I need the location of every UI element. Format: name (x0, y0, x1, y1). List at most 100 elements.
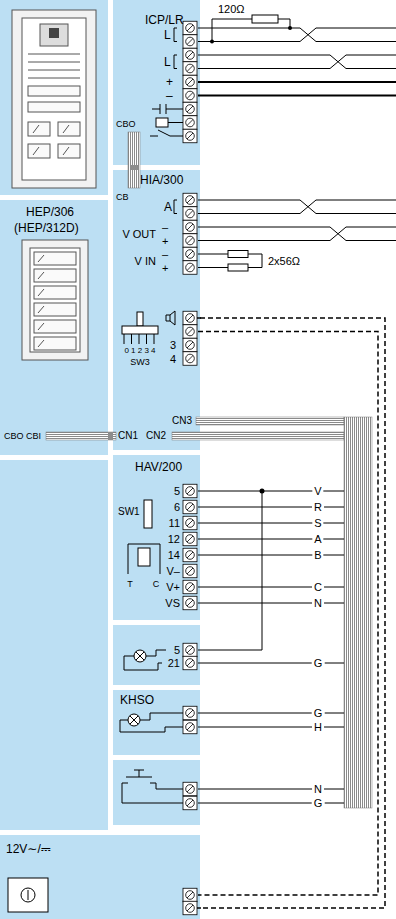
ribbon-cable (46, 432, 116, 440)
entrance-panel-picture (49, 28, 59, 38)
terminal (183, 643, 197, 657)
terminal-label: CBO (4, 432, 24, 441)
terminal (183, 706, 197, 720)
terminal (183, 516, 197, 530)
terminal-label: 4 (170, 353, 176, 364)
terminal-label: CBO (116, 120, 136, 129)
entrance-panel-picture (33, 125, 69, 155)
power-supply-symbol (8, 878, 48, 912)
wire (150, 130, 183, 136)
terminal (183, 247, 197, 261)
terminal-label: L (164, 56, 171, 68)
entrance-panel-picture (12, 10, 96, 188)
terminal (183, 782, 197, 796)
button-module-picture (34, 320, 76, 333)
ribbon-cable (108, 432, 113, 440)
module-section: 12V∼/⎓ (0, 835, 200, 919)
wire-label: G (312, 658, 325, 669)
module-region (113, 690, 200, 755)
button-module-picture (30, 248, 80, 352)
dashed-wire (197, 907, 201, 909)
wire (198, 82, 396, 96)
terminal-label: + (166, 76, 173, 88)
wire (198, 55, 396, 69)
entrance-panel-picture (28, 144, 50, 158)
module-region (113, 455, 200, 620)
terminal-label: 3 (170, 340, 176, 351)
module-title: HAV/200 (135, 461, 182, 473)
blue-region (0, 0, 200, 830)
wire (166, 311, 175, 325)
terminal-label: 120Ω (218, 4, 245, 15)
blue-region (113, 760, 200, 825)
resistor-symbol (228, 15, 278, 271)
terminal-label: – (166, 90, 173, 102)
terminal (183, 580, 197, 594)
wire-label: V (312, 486, 323, 497)
power-supply-symbol (21, 888, 35, 902)
button-module-picture (22, 240, 88, 360)
terminal-label: V OUT (122, 229, 156, 240)
door-lock-symbol (156, 118, 168, 127)
terminal (183, 484, 197, 498)
wire-label: H (312, 722, 324, 733)
terminal (183, 234, 197, 248)
dip-switch-symbol (138, 548, 150, 566)
wire (124, 650, 344, 670)
module-region (0, 0, 200, 919)
terminal-label: CB (116, 193, 129, 202)
terminal-label: V+ (166, 582, 180, 593)
terminal (183, 261, 197, 275)
ribbon-cable (130, 165, 138, 170)
lamp-symbol (128, 650, 146, 726)
resistor-symbol (252, 15, 278, 23)
terminal (183, 500, 197, 514)
wire (120, 19, 396, 803)
junction-dot (210, 40, 214, 44)
module-title: ICP/LR (145, 14, 184, 26)
resistor-symbol (228, 264, 248, 271)
wire (198, 227, 396, 241)
wire-label: A (312, 534, 323, 545)
entrance-panel-picture (28, 102, 80, 112)
module-title: KHSO (120, 694, 154, 706)
terminal (183, 102, 197, 116)
terminal (183, 656, 197, 670)
module-title: HEP/306 (26, 206, 74, 218)
module-section: HIA/300 (113, 170, 200, 450)
entrance-panel-picture (40, 24, 68, 46)
junction-dot (288, 26, 292, 30)
power-supply-symbol (8, 878, 48, 912)
terminal-label: 2x56Ω (268, 256, 300, 267)
terminal (183, 75, 197, 89)
lamp-symbol (134, 650, 146, 662)
button-module-picture (34, 252, 76, 265)
wire-label: R (312, 502, 324, 513)
wire (168, 122, 183, 123)
wire (198, 28, 396, 42)
terminal (183, 901, 197, 915)
wire-label: S (312, 518, 323, 529)
ribbon-cable (46, 132, 372, 808)
module-region (0, 835, 200, 919)
terminal (183, 532, 197, 546)
dashed-wire (198, 332, 378, 896)
module-title: HIA/300 (140, 174, 183, 186)
terminal-label: 6 (174, 502, 180, 513)
module-section: HAV/200 (113, 455, 200, 620)
blue-region (0, 0, 108, 195)
wire (198, 55, 396, 69)
entrance-panel-picture (28, 54, 80, 78)
terminal-label: CBI (26, 432, 41, 441)
terminal (183, 352, 197, 366)
wire-label: G (312, 708, 325, 719)
wire (198, 200, 396, 214)
terminal (183, 548, 197, 562)
terminal-label: SW3 (130, 358, 150, 367)
entrance-panel-picture (28, 122, 50, 136)
terminal (183, 35, 197, 49)
terminal (183, 21, 197, 35)
terminal-label: T (127, 580, 133, 589)
